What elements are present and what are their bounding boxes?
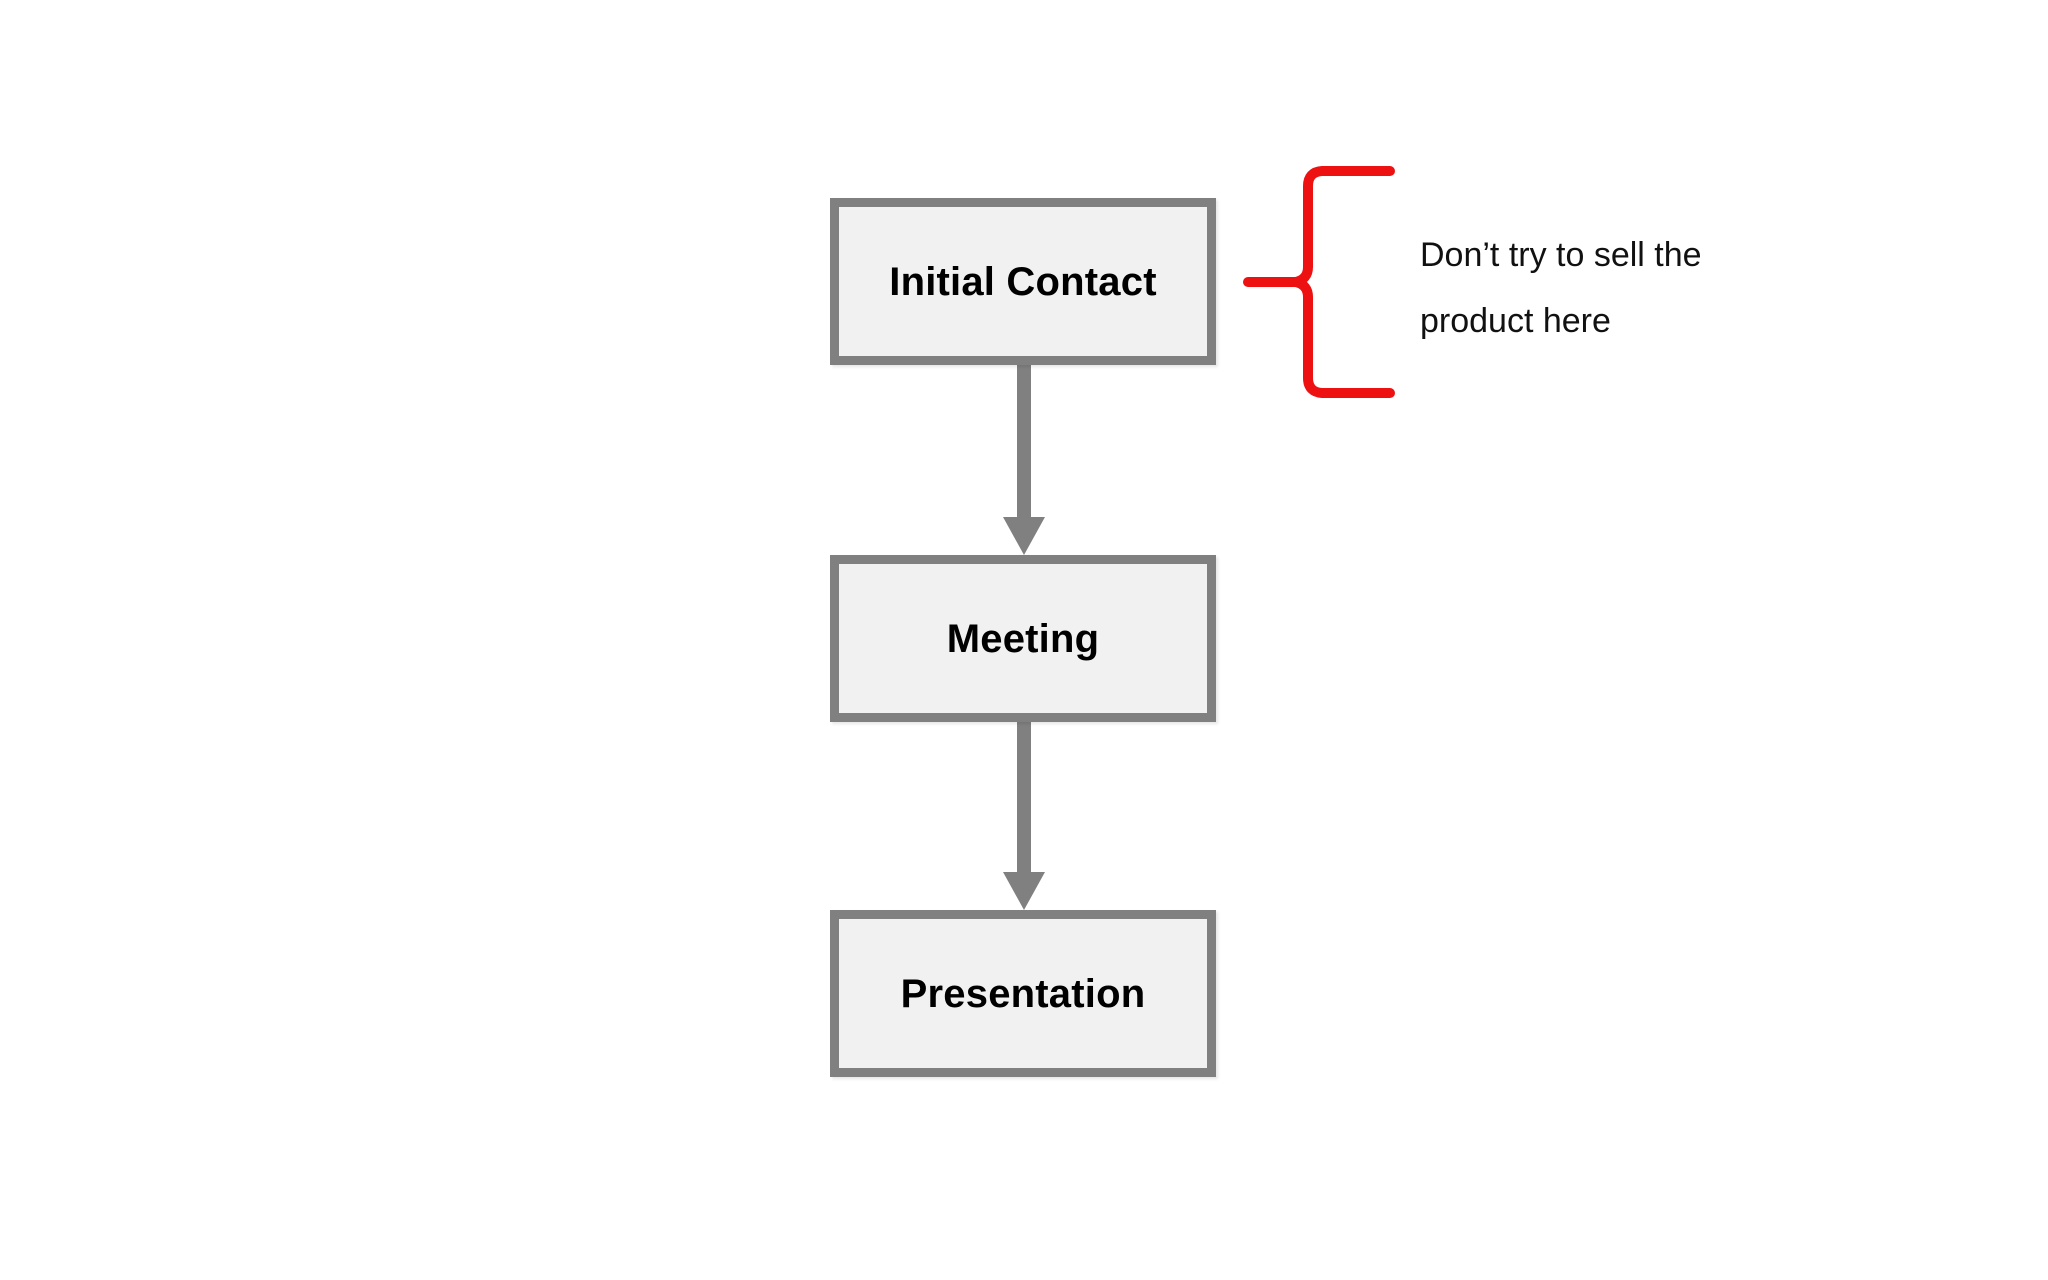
flow-node-presentation[interactable]: Presentation — [830, 910, 1216, 1077]
flow-node-initial-contact[interactable]: Initial Contact — [830, 198, 1216, 365]
arrow-head-icon — [1003, 872, 1045, 910]
arrow-head-icon — [1003, 517, 1045, 555]
flow-node-label: Presentation — [900, 971, 1146, 1016]
arrow-initial-contact-to-meeting — [1003, 365, 1045, 555]
annotation-line-1: Don’t try to sell the — [1420, 236, 1702, 274]
arrow-shaft — [1017, 365, 1031, 517]
flow-node-label: Meeting — [946, 616, 1100, 661]
annotation-line-2: product here — [1420, 302, 1611, 341]
flow-node-meeting[interactable]: Meeting — [830, 555, 1216, 722]
annotation-text-block: Don’t try to sell the product here — [1420, 222, 1800, 355]
flow-node-label: Initial Contact — [889, 259, 1157, 304]
red-curly-brace-icon — [1243, 166, 1395, 398]
arrow-meeting-to-presentation — [1003, 722, 1045, 910]
arrow-shaft — [1017, 722, 1031, 872]
